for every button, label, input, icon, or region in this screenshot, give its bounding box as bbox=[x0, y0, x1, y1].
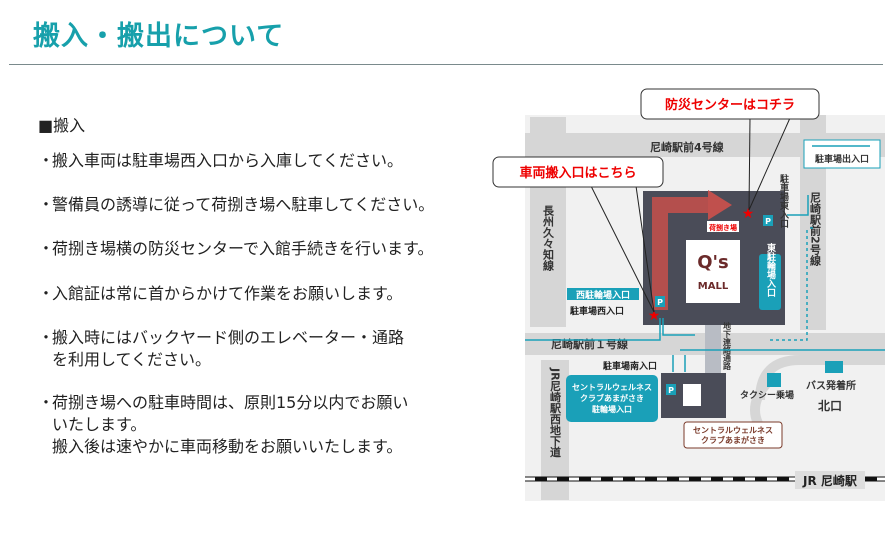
map-text-line: セントラルウェルネス bbox=[693, 425, 773, 435]
bus-icon bbox=[825, 361, 843, 373]
loading-label-box bbox=[707, 221, 739, 232]
map-text-line: セントラルウェルネス bbox=[572, 382, 652, 392]
wellness-callout bbox=[683, 421, 783, 449]
access-routes bbox=[525, 195, 885, 372]
entry-star-icon: ★ bbox=[648, 308, 661, 324]
map-text-line: クラブあまがさき bbox=[580, 393, 644, 403]
bullet-dot: ・ bbox=[38, 393, 55, 412]
station-label: JR 尼崎駅 bbox=[802, 473, 858, 488]
wellness-bike-label: セントラルウェルネスクラブあまがさき駐輪場入口 bbox=[572, 382, 652, 414]
bullet-text: 入館証は常に首からかけて作業をお願いします。 bbox=[52, 284, 403, 303]
road-choshu-label: 長州久々知線 bbox=[542, 205, 556, 272]
taxi-icon bbox=[767, 373, 781, 387]
bullet-item: ・入館証は常に首からかけて作業をお願いします。 bbox=[38, 283, 402, 305]
bullet-text: 搬入後は速やかに車両移動をお願いいたします。 bbox=[52, 437, 403, 456]
wellness-logo bbox=[683, 384, 701, 406]
route-arrow bbox=[652, 197, 710, 310]
bullet-dot: ・ bbox=[38, 195, 55, 214]
page-title: 搬入・搬出について bbox=[33, 21, 285, 52]
bullet-dot: ・ bbox=[38, 239, 55, 258]
bike-west-label: 西駐輪場入口 bbox=[576, 289, 630, 301]
taxi-label: タクシー乗場 bbox=[740, 389, 794, 401]
underpass-jr-label: JR尼崎駅西地下道 bbox=[549, 367, 563, 458]
north-exit-label: 北口 bbox=[818, 398, 842, 413]
wellness-label: セントラルウェルネスクラブあまがさき bbox=[693, 425, 773, 445]
bus-label: バス発着所 bbox=[806, 379, 856, 392]
bullet-dot: ・ bbox=[38, 151, 55, 170]
route-arrowhead bbox=[708, 190, 732, 220]
entry-callout bbox=[492, 156, 664, 188]
bousai-star-icon: ★ bbox=[742, 206, 755, 222]
bullet-text: 警備員の誘導に従って荷捌き場へ駐車してください。 bbox=[52, 195, 435, 214]
parking-east-icon bbox=[763, 215, 773, 226]
road-1-label: 尼崎駅前１号線 bbox=[551, 337, 628, 351]
bullet-dot: ・ bbox=[38, 328, 55, 347]
bousai-callout-text: 防災センターはコチラ bbox=[665, 97, 795, 113]
bullet-item: ・搬入時にはバックヤード側のエレベーター・通路を利用してください。 bbox=[38, 327, 404, 371]
section-heading: ■搬入 bbox=[38, 116, 86, 135]
parking-south-icon bbox=[666, 384, 676, 395]
bullet-dot: ・ bbox=[38, 284, 55, 303]
mall-logo-box bbox=[686, 240, 740, 303]
parking-east-label: 駐車場東入口 bbox=[778, 173, 790, 229]
parking-exit-label: 駐車場出入口 bbox=[815, 153, 869, 165]
bullet-text: 荷捌き場横の防災センターで入館手続きを行います。 bbox=[52, 239, 434, 258]
svg-text:P: P bbox=[657, 298, 663, 307]
road-choshu bbox=[530, 117, 566, 327]
bullet-item: ・搬入車両は駐車場西入口から入庫してください。 bbox=[38, 150, 403, 172]
map-text-line: 駐輪場入口 bbox=[592, 404, 632, 414]
road-2-label: 尼崎駅前2号線 bbox=[809, 192, 823, 267]
parking-exit-box bbox=[803, 139, 881, 169]
bullet-item: ・警備員の誘導に従って荷捌き場へ駐車してください。 bbox=[38, 194, 434, 216]
bullet-item: ・荷捌き場への駐車時間は、原則15分以内でお願いいたします。搬入後は速やかに車両… bbox=[38, 392, 408, 458]
bike-east-box bbox=[759, 254, 781, 310]
bousai-callout bbox=[640, 88, 820, 120]
bullet-text: を利用してください。 bbox=[52, 350, 212, 369]
loading-label: 荷捌き場 bbox=[708, 223, 737, 232]
svg-text:P: P bbox=[765, 217, 771, 226]
title-divider bbox=[9, 64, 883, 65]
bullet-text: いたします。 bbox=[52, 415, 147, 434]
bullet-item: ・荷捌き場横の防災センターで入館手続きを行います。 bbox=[38, 238, 433, 260]
bullet-text: 搬入車両は駐車場西入口から入庫してください。 bbox=[52, 151, 404, 170]
underpass-link-label: 地下連絡通路 bbox=[722, 321, 732, 371]
bike-east-label: 東駐輪場入口 bbox=[765, 242, 777, 298]
map-text-line: クラブあまがさき bbox=[701, 435, 765, 445]
entry-callout-text: 車両搬入口はこちら bbox=[519, 165, 636, 181]
station-box bbox=[795, 471, 865, 489]
svg-text:P: P bbox=[668, 386, 674, 395]
dotted-route bbox=[770, 227, 813, 341]
mall-logo-mall: MALL bbox=[698, 281, 729, 292]
mall-logo: Q's bbox=[697, 252, 729, 273]
bullet-text: 搬入時にはバックヤード側のエレベーター・通路 bbox=[52, 328, 405, 347]
bullet-text: 荷捌き場への駐車時間は、原則15分以内でお願い bbox=[52, 393, 409, 412]
parking-south-label: 駐車場南入口 bbox=[603, 360, 657, 372]
parking-west-icon bbox=[655, 296, 665, 307]
parking-west-label: 駐車場西入口 bbox=[570, 305, 624, 317]
underpass-link bbox=[705, 318, 721, 374]
bike-west-box bbox=[567, 288, 639, 300]
wellness-bike-box bbox=[566, 375, 658, 422]
road-4-label: 尼崎駅前4号線 bbox=[650, 140, 724, 154]
